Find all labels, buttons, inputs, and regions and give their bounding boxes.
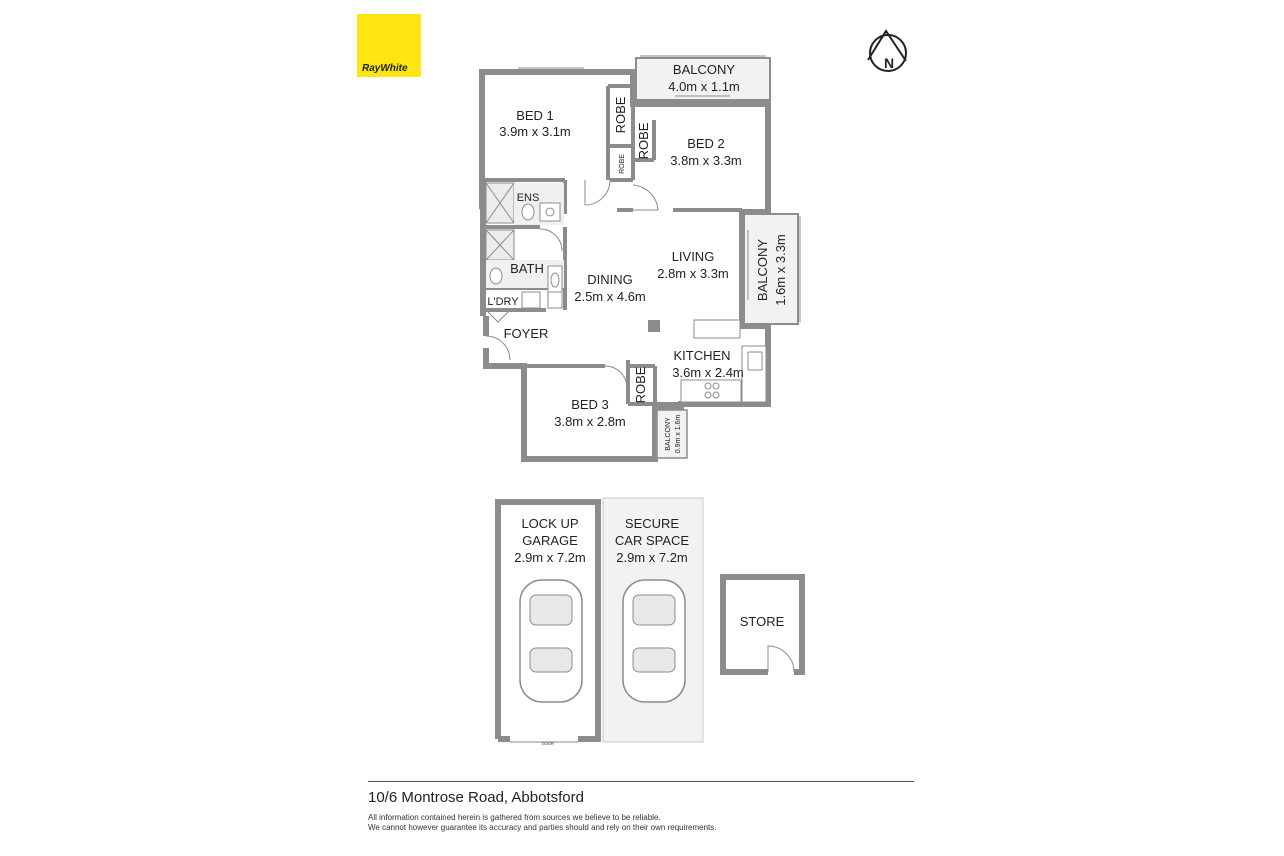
- raywhite-logo: RayWhite: [357, 14, 421, 77]
- balcony-side-size: 1.6m x 3.3m: [773, 234, 788, 306]
- balcony-small-size: 0.9m x 1.6m: [675, 415, 682, 454]
- car-space: SECURE CAR SPACE 2.9m x 7.2m: [602, 497, 704, 743]
- door-swings: [485, 179, 659, 389]
- logo-square: [357, 14, 421, 77]
- bed3-name: BED 3: [571, 397, 609, 412]
- bed1-size: 3.9m x 3.1m: [499, 124, 571, 139]
- balcony-side: BALCONY 1.6m x 3.3m: [743, 213, 801, 325]
- apartment-walls: [479, 69, 771, 462]
- bathroom-fixtures: [485, 182, 564, 309]
- balcony-small-name: BALCONY: [665, 417, 672, 451]
- laundry-label: L'DRY: [487, 296, 519, 308]
- car-icon: [622, 579, 686, 703]
- robe-bed2-label: ROBE: [636, 122, 651, 159]
- car-space-line1: SECURE: [625, 516, 680, 531]
- garage-door-label: DOOR: [542, 741, 554, 746]
- garage-size: 2.9m x 7.2m: [514, 550, 586, 565]
- dining-size: 2.5m x 4.6m: [574, 289, 646, 304]
- garage-line1: LOCK UP: [521, 516, 578, 531]
- kitchen-fixtures: [648, 319, 767, 403]
- balcony-side-name: BALCONY: [755, 239, 770, 301]
- balcony-top-name: BALCONY: [673, 62, 735, 77]
- store-label: STORE: [740, 614, 785, 629]
- garage-line2: GARAGE: [522, 533, 578, 548]
- robe-bed1-small-label: ROBE: [619, 154, 626, 174]
- compass-label: N: [884, 55, 894, 71]
- living-name: LIVING: [672, 249, 715, 264]
- bed2-name: BED 2: [687, 136, 725, 151]
- dining-name: DINING: [587, 272, 633, 287]
- balcony-top: BALCONY 4.0m x 1.1m: [635, 55, 771, 101]
- kitchen-size: 3.6m x 2.4m: [672, 365, 744, 380]
- robe-bed3-label: ROBE: [633, 366, 648, 403]
- living-size: 2.8m x 3.3m: [657, 266, 729, 281]
- disclaimer-line-2: We cannot however guarantee its accuracy…: [368, 823, 717, 832]
- logo-text: RayWhite: [362, 63, 408, 74]
- disclaimer-line-1: All information contained herein is gath…: [368, 813, 661, 822]
- balcony-small: BALCONY 0.9m x 1.6m: [656, 409, 688, 459]
- car-space-line2: CAR SPACE: [615, 533, 689, 548]
- store: STORE: [720, 574, 805, 675]
- bed1-name: BED 1: [516, 108, 554, 123]
- car-space-size: 2.9m x 7.2m: [616, 550, 688, 565]
- bed2-size: 3.8m x 3.3m: [670, 153, 742, 168]
- north-compass-icon: N: [867, 29, 907, 72]
- car-icon: [519, 579, 583, 703]
- property-address: 10/6 Montrose Road, Abbotsford: [368, 789, 584, 806]
- kitchen-name: KITCHEN: [673, 348, 730, 363]
- footer-divider: [368, 781, 914, 782]
- foyer-label: FOYER: [504, 326, 549, 341]
- balcony-top-size: 4.0m x 1.1m: [668, 79, 740, 94]
- bath-label: BATH: [510, 261, 544, 276]
- bed3-size: 3.8m x 2.8m: [554, 414, 626, 429]
- ensuite-label: ENS: [517, 192, 540, 204]
- robe-bed1-label: ROBE: [613, 96, 628, 133]
- garage: DOOR LOCK UP GARAGE 2.9m x 7.2m: [495, 499, 601, 746]
